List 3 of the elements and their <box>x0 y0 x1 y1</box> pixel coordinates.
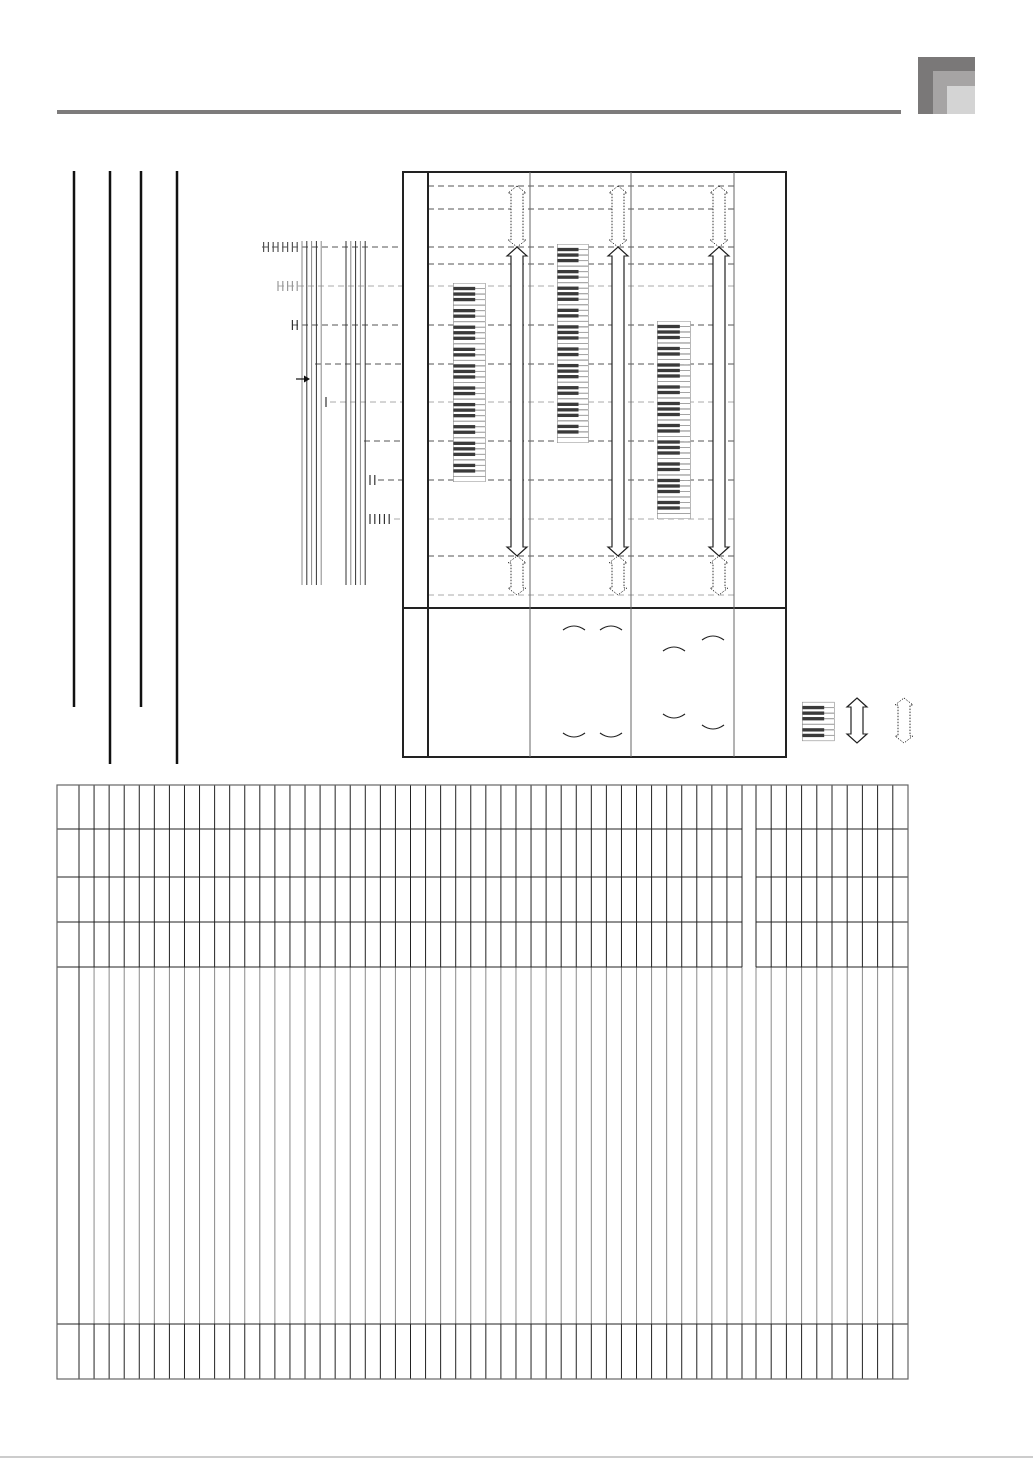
keyboard-picture <box>557 244 589 443</box>
keyboard-picture <box>657 321 691 519</box>
keyboard-picture <box>453 283 486 482</box>
